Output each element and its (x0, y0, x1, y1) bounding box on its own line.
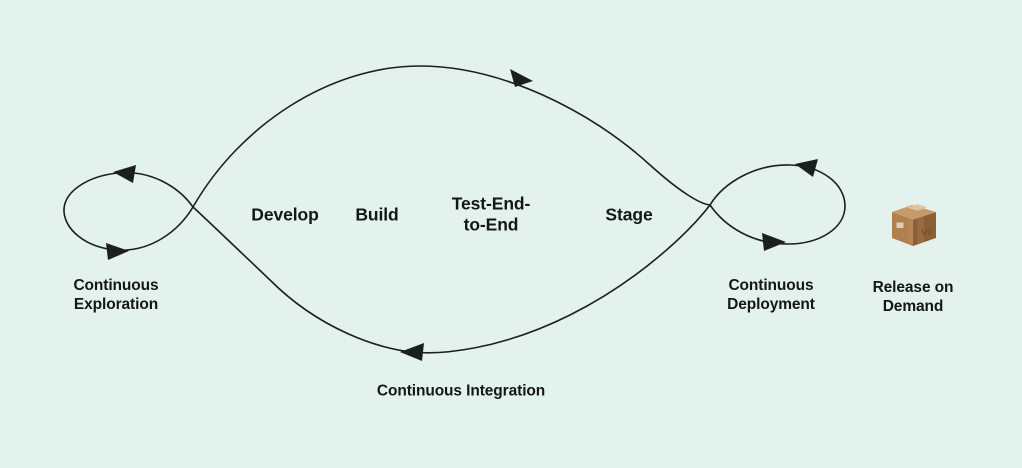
deployment-loop-bottom-arrowhead (762, 233, 786, 251)
continuous-deployment-loop-upper-path (709, 164, 846, 207)
top-arc-path (192, 65, 711, 208)
continuous-exploration-label: Continuous Exploration (73, 277, 159, 313)
continuous-integration-label: Continuous Integration (376, 382, 546, 400)
release-on-demand-label: Release on Demand (872, 279, 954, 315)
continuous-deployment-label: Continuous Deployment (727, 277, 815, 313)
exploration-loop-top-arrowhead (113, 165, 136, 183)
deployment-loop-top-arrowhead (795, 159, 818, 177)
top-arc-arrowhead (510, 69, 533, 87)
exploration-loop-bottom-arrowhead (106, 243, 129, 260)
stage-label-test-end-to-end: Test-End- to-End (451, 193, 531, 235)
stage-label-develop: Develop (251, 204, 319, 225)
stage-label-build: Build (355, 204, 399, 225)
package-box-icon (892, 204, 936, 246)
stage-label-stage: Stage (605, 204, 653, 225)
continuous-integration-arrowhead (400, 343, 424, 361)
continuous-exploration-loop-lower-path (63, 206, 194, 251)
continuous-deployment-loop-lower-path (709, 204, 846, 245)
